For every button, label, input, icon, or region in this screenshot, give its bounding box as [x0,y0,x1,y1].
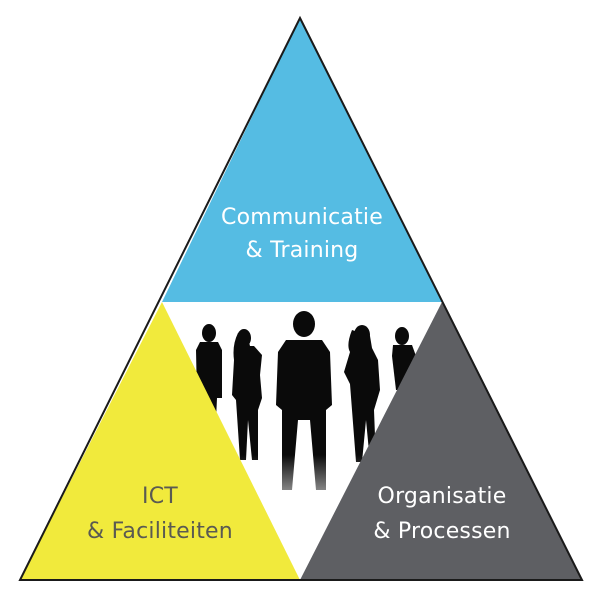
right-section-organisatie-processen [300,302,582,580]
left-section-ict-faciliteiten [20,302,300,580]
silhouette-man-center [276,311,332,490]
right-label-line2: & Processen [373,519,510,544]
top-label-line2: & Training [246,238,359,263]
outer-triangle-outline [18,15,584,581]
top-section-communicatie-training [162,18,442,302]
left-label-line1: ICT [142,484,178,509]
left-label-line2: & Faciliteiten [87,519,233,544]
right-label-line1: Organisatie [378,484,507,509]
people-silhouettes-icon [196,311,416,490]
silhouette-woman-right [344,325,380,462]
top-label-line1: Communicatie [221,205,383,230]
silhouette-woman-left [232,329,262,460]
